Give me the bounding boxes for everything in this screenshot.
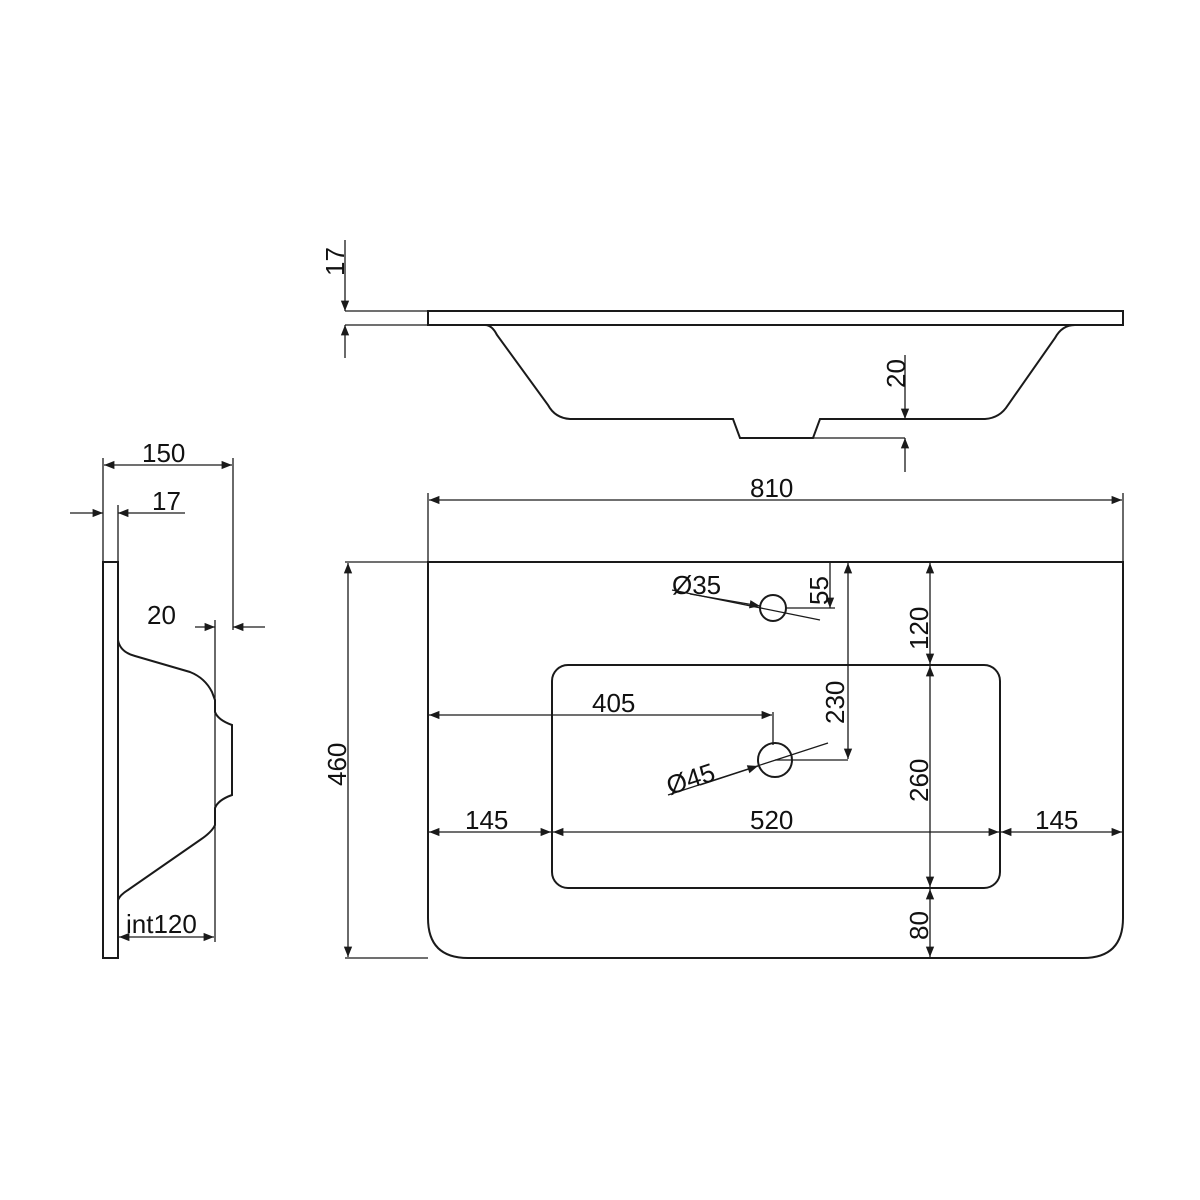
label-basin-width-520: 520 <box>750 805 793 835</box>
basin-bowl-profile <box>484 324 1076 439</box>
label-height-460: 460 <box>322 743 352 786</box>
label-width-810: 810 <box>750 473 793 503</box>
label-right-margin-145: 145 <box>1035 805 1078 835</box>
label-offset-20: 20 <box>147 600 176 630</box>
label-thickness-17: 17 <box>320 247 350 276</box>
label-bottom-margin-80: 80 <box>904 911 934 940</box>
countertop-slab <box>427 310 1124 326</box>
countertop-outline <box>427 561 1124 959</box>
label-drain-horizontal-405: 405 <box>592 688 635 718</box>
label-thickness-17-profile: 17 <box>152 486 181 516</box>
label-depth-150: 150 <box>142 438 185 468</box>
label-drain-hole-45: Ø45 <box>663 757 719 801</box>
label-top-margin-120: 120 <box>904 607 934 650</box>
basin-outline <box>551 664 1001 889</box>
label-basin-depth-260: 260 <box>904 759 934 802</box>
label-int120: int120 <box>126 909 197 939</box>
label-left-margin-145: 145 <box>465 805 508 835</box>
profile-view: 150 17 20 int120 <box>70 438 265 959</box>
side-elevation: 17 20 <box>320 240 1124 472</box>
label-tap-hole-35: Ø35 <box>672 570 721 600</box>
plan-view: 810 460 Ø35 55 230 405 Ø45 120 260 80 <box>322 473 1124 959</box>
label-tap-offset-55: 55 <box>804 576 834 605</box>
label-depth-20: 20 <box>881 359 911 388</box>
profile-bowl <box>117 639 233 901</box>
profile-slab <box>102 561 119 959</box>
label-drain-vertical-230: 230 <box>820 681 850 724</box>
